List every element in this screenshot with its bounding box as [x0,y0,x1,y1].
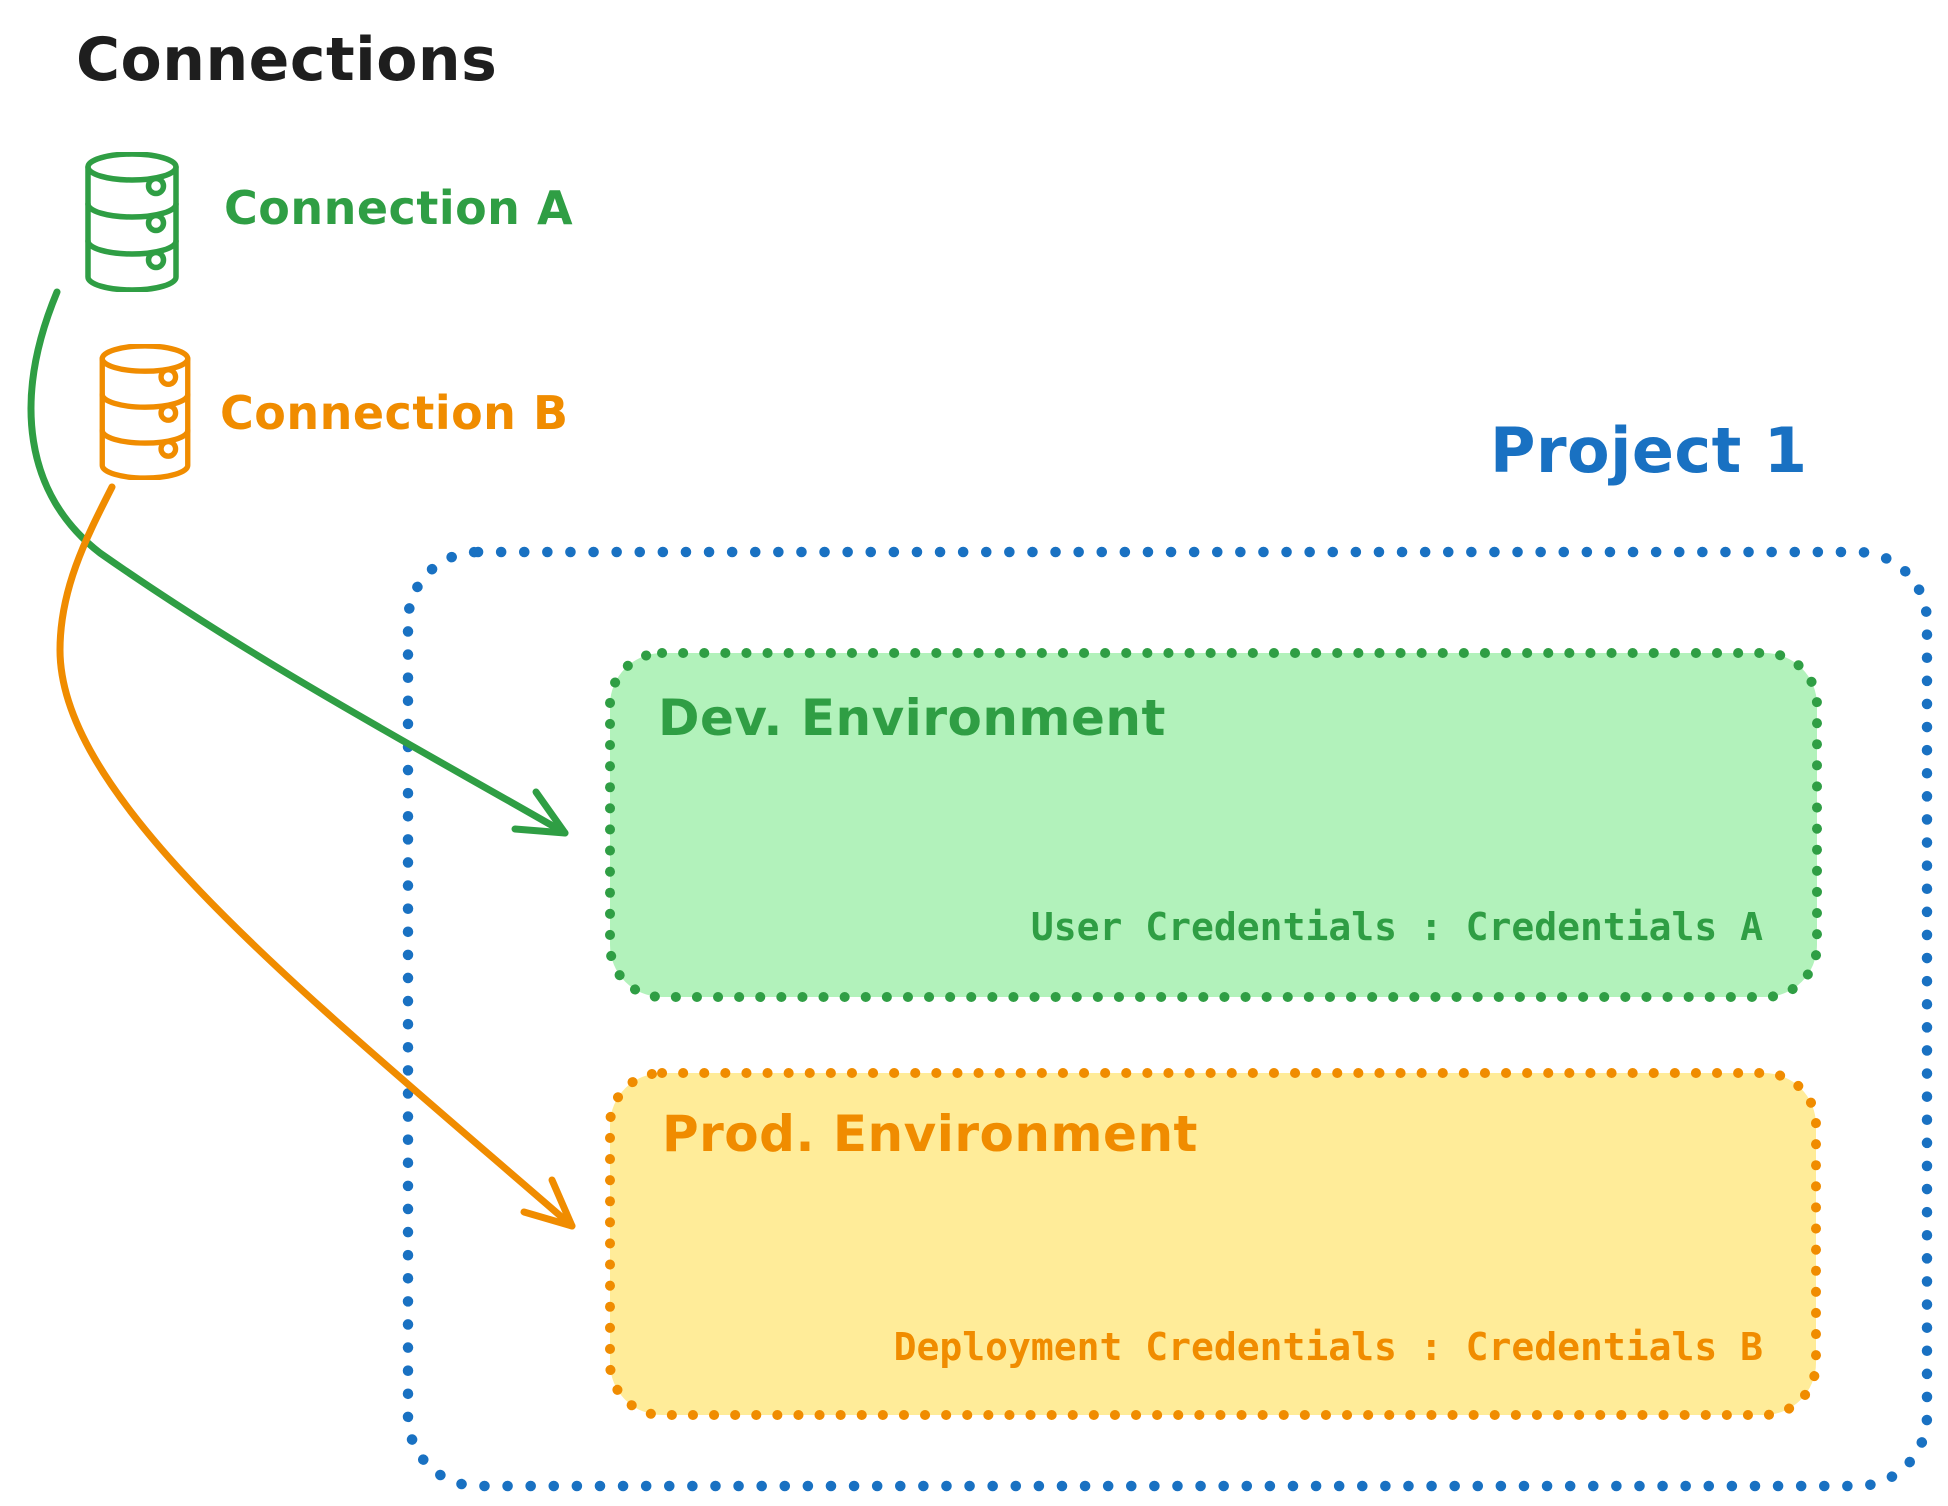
dev-environment-title: Dev. Environment [658,689,1166,747]
dev-environment-box [605,648,1822,1002]
prod-environment-box [605,1068,1821,1420]
connection-a-label: Connection A [224,181,574,235]
dev-environment-credentials: User Credentials : Credentials A [1030,905,1763,949]
prod-environment-title: Prod. Environment [662,1105,1198,1163]
connection-a-arrow [27,288,569,837]
connection-b-arrow [56,483,576,1230]
project-1-container-border [402,546,1933,1492]
project-1-title: Project 1 [1490,414,1808,487]
connection-b-database-icon [102,346,187,478]
connection-b-label: Connection B [220,386,569,440]
connection-a-database-icon [88,154,176,290]
arrowhead-icon [511,788,569,837]
arrowhead-icon [520,1176,576,1230]
diagram-title: Connections [76,25,498,95]
prod-environment-credentials: Deployment Credentials : Credentials B [893,1325,1763,1369]
